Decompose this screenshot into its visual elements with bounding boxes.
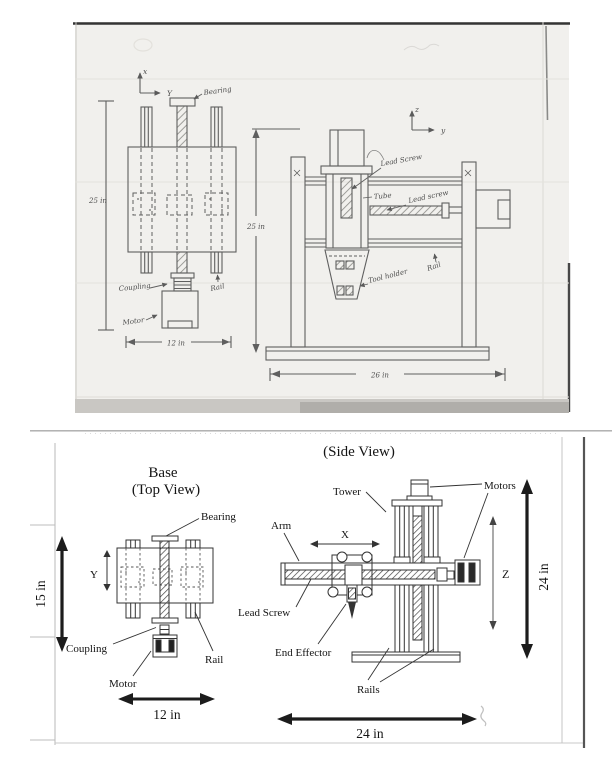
bolt-dots <box>125 571 200 583</box>
label-rail: Rail <box>209 282 225 293</box>
horizontal-rails <box>305 176 462 248</box>
svg-text:12 in: 12 in <box>167 340 185 348</box>
x-axis-arrow: X <box>310 529 380 548</box>
label-motor: Motor <box>109 678 137 690</box>
label-arm: Arm <box>271 520 292 532</box>
scan-paper-background <box>73 22 571 413</box>
svg-text:26 in: 26 in <box>370 372 389 380</box>
post-marks <box>293 169 472 177</box>
y-lead-screw-shape <box>369 202 462 219</box>
bearing-shape <box>151 535 179 542</box>
axis-y-label: Y <box>167 89 173 98</box>
arm-shape <box>280 562 458 586</box>
sketch-side-view: z y <box>246 105 511 381</box>
dim-24in-vertical: 24 in <box>521 479 551 659</box>
tower-base-shape <box>351 651 461 663</box>
rails-lower <box>140 251 223 274</box>
side-view: (Side View) <box>238 444 551 741</box>
label-end-effector: End Effector <box>275 647 332 659</box>
y-motor-shape <box>454 559 481 586</box>
label-bearing: Bearing <box>201 511 236 523</box>
dim-12in: 12 in <box>125 336 232 348</box>
sketch-zy-axes: z y <box>409 105 446 135</box>
label-tube: Tube <box>373 191 391 201</box>
svg-text:25 in: 25 in <box>246 223 265 231</box>
tower-top-plate <box>391 499 443 507</box>
label-tower: Tower <box>333 486 361 498</box>
label-motors: Motors <box>484 480 516 492</box>
label-rails: Rails <box>357 684 380 696</box>
scan-smudge <box>480 705 487 727</box>
hidden-lines <box>120 548 204 603</box>
svg-text:Y: Y <box>90 569 98 581</box>
bolt-dots <box>137 198 223 211</box>
lead-screw-shape <box>159 540 170 619</box>
top-view-subtitle: (Top View) <box>132 482 200 498</box>
label-lead-screw: Lead Screw <box>238 607 290 619</box>
top-view-title: Base <box>148 465 178 481</box>
top-sketch-page: x Y <box>73 22 571 413</box>
svg-text:15 in: 15 in <box>33 580 48 608</box>
scan-smudge <box>133 38 153 52</box>
lead-screw-shape <box>176 105 188 148</box>
label-coupling: Coupling <box>118 282 151 293</box>
label-motor: Motor <box>121 316 145 327</box>
machine-base-shape <box>265 346 490 361</box>
carriage-shape <box>325 173 369 249</box>
label-coupling: Coupling <box>66 643 107 655</box>
svg-text:24 in: 24 in <box>536 563 551 591</box>
dim-12in: 12 in <box>118 693 215 722</box>
dim-25in-right: 25 in <box>246 128 300 353</box>
svg-text:12 in: 12 in <box>153 707 181 722</box>
dim-24in-horizontal: 24 in <box>277 713 477 741</box>
motor-shape <box>161 290 199 329</box>
svg-text:25 in: 25 in <box>88 197 107 205</box>
hidden-lines <box>132 148 229 251</box>
svg-text:X: X <box>341 529 349 541</box>
rails-upper <box>125 539 201 549</box>
svg-text:24 in: 24 in <box>356 726 384 741</box>
dim-15in: 15 in <box>33 536 68 652</box>
axis-z-label: z <box>414 105 419 114</box>
dim-25in-left: 25 in <box>88 100 114 331</box>
y-axis-arrow: Y <box>90 550 111 591</box>
axis-y2-label: y <box>440 126 446 135</box>
svg-text:Z: Z <box>502 567 509 581</box>
base-top-view: Base (Top View) <box>66 465 236 722</box>
label-rail: Rail <box>205 654 223 666</box>
sketch-xy-axes: x Y <box>137 67 173 98</box>
y-motor-box <box>475 189 511 229</box>
faint-scribble <box>403 43 440 51</box>
dim-26in: 26 in <box>269 368 506 381</box>
side-view-title: (Side View) <box>323 444 395 460</box>
end-effector-shape <box>346 584 358 619</box>
tool-holder-shape <box>324 249 370 300</box>
frame-lines <box>30 430 612 748</box>
motor-shape <box>152 634 178 658</box>
z-axis-arrow: Z <box>489 516 509 630</box>
sketch-top-view: x Y <box>88 67 237 348</box>
coupling-shape <box>151 617 179 635</box>
axis-x-label: x <box>143 67 148 76</box>
bottom-drawing-page: 15 in Base (Top View) <box>30 430 612 748</box>
z-motor-shape <box>406 479 433 501</box>
rails-lower <box>125 602 201 619</box>
